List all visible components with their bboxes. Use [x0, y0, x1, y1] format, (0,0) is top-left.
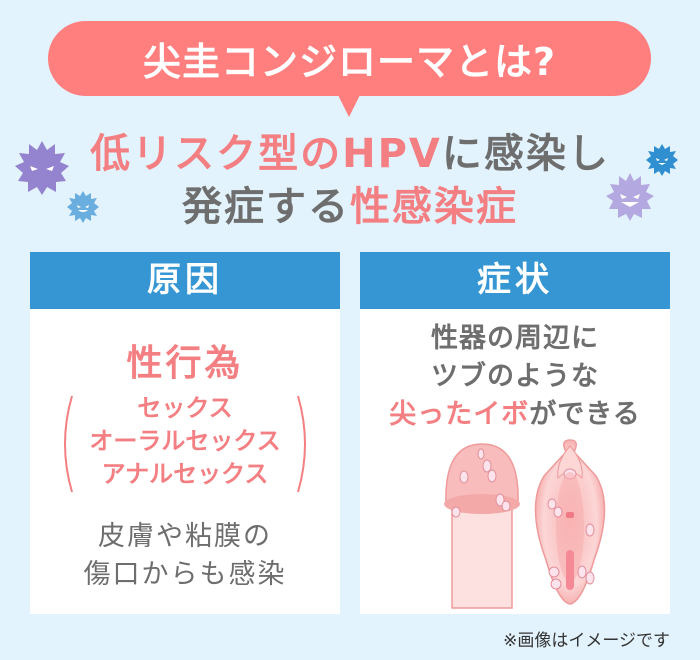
image-disclaimer: ※画像はイメージです: [503, 631, 670, 651]
cause-panel: 原因 性行為 セックス オーラルセックス アナルセックス 皮膚や粘膜の 傷口から…: [30, 252, 340, 614]
symptom-header: 症状: [360, 252, 670, 309]
virus-blue-icon: [646, 144, 678, 176]
virus-blue-icon: [67, 191, 99, 223]
cause-main: 性行為: [126, 343, 244, 384]
headline-infect: に感染し: [441, 131, 610, 177]
virus-lavender-icon: [606, 173, 654, 221]
paren-left-icon: [64, 395, 73, 493]
cause-list: セックス オーラルセックス アナルセックス: [30, 392, 340, 491]
symptom-panel: 症状 性器の周辺に ツブのような 尖ったイボができる: [360, 252, 670, 614]
cause-note: 皮膚や粘膜の 傷口からも感染: [30, 518, 340, 594]
cause-note-line1: 皮膚や粘膜の: [98, 521, 272, 552]
virus-purple-icon: [15, 141, 69, 195]
bubble-tail: [338, 95, 360, 117]
symptom-warts: 尖ったイボ: [389, 399, 530, 430]
headline-line1: 低リスク型のHPVに感染し: [0, 130, 700, 178]
cause-item: アナルセックス: [101, 460, 269, 488]
headline-onset: 発症する: [182, 184, 350, 230]
cause-item: オーラルセックス: [89, 427, 281, 455]
cause-header: 原因: [30, 252, 340, 309]
male-illustration: [444, 443, 520, 609]
cause-item: セックス: [137, 394, 233, 422]
title-bubble: 尖圭コンジローマとは?: [48, 21, 651, 96]
genital-warts-illustration: [444, 439, 606, 609]
symptom-line2: ツブのような: [431, 361, 599, 392]
symptom-appear: ができる: [529, 399, 641, 430]
cause-list-block: セックス オーラルセックス アナルセックス: [30, 392, 340, 493]
headline-sti: 性感染症: [350, 184, 518, 230]
symptom-text: 性器の周辺に ツブのような 尖ったイボができる: [360, 320, 670, 434]
page-title: 尖圭コンジローマとは?: [142, 40, 557, 84]
cause-note-line2: 傷口からも感染: [83, 559, 287, 590]
paren-right-icon: [297, 395, 306, 493]
symptom-line1: 性器の周辺に: [431, 323, 599, 354]
symptom-line3: 尖ったイボができる: [360, 396, 670, 434]
headline-line2: 発症する性感染症: [0, 183, 700, 231]
headline-hpv: 低リスク型のHPV: [90, 131, 442, 177]
female-illustration: [534, 439, 606, 605]
